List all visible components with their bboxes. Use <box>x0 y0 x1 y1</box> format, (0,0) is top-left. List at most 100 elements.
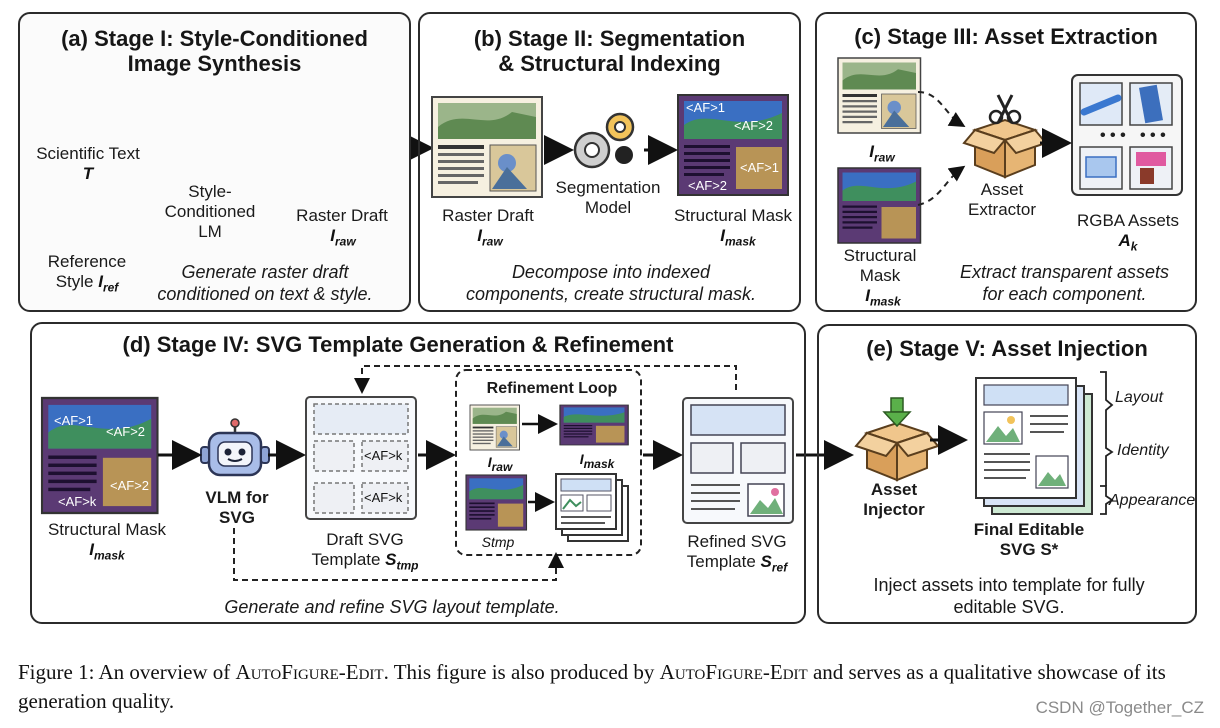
scientific-text-label: Scientific Text <box>36 144 140 163</box>
draft-svg-line2: Template <box>311 550 386 569</box>
asset-injector-label: Asset Injector <box>839 480 949 520</box>
vlm-line1: VLM for <box>205 488 269 507</box>
reference-style-label: Reference Style Iref <box>32 252 142 297</box>
panel-c-desc-line1: Extract transparent assets <box>959 262 1170 282</box>
iraw-sym-c: I <box>869 142 875 161</box>
mask-sym-d: I <box>89 540 95 559</box>
appearance-brace <box>1100 485 1114 515</box>
loop-imask-sub: mask <box>583 456 615 471</box>
structural-mask-symbol-c: Imask <box>853 286 913 308</box>
panel-stage-3: (c) Stage III: Asset Extraction Iraw Str… <box>815 12 1197 312</box>
structural-mask-symbol-b: Imask <box>708 226 768 248</box>
mask-tag-af2-d: <AF>2 <box>106 424 146 439</box>
loop-imask-symbol: Imask <box>572 451 622 471</box>
seg-line1: Segmentation <box>555 178 661 197</box>
caption-name: AutoFigure-Edit <box>235 660 384 684</box>
mask-c-line2: Mask <box>859 266 901 285</box>
panel-a-desc-line2: conditioned on text & style. <box>157 284 373 304</box>
figure-caption: Figure 1: An overview of AutoFigure-Edit… <box>18 658 1208 716</box>
segmentation-gears-icon <box>573 112 635 169</box>
dashed-arrow <box>917 91 966 128</box>
lm-line3: LM <box>198 222 222 241</box>
rgba-assets-grid: • • • • • • <box>1071 74 1183 196</box>
refined-svg-sub: ref <box>771 560 788 575</box>
panel-stage-5: (e) Stage V: Asset Injection Asset Injec… <box>817 324 1197 624</box>
mask-sub-b: mask <box>725 234 756 249</box>
layout-label: Layout <box>1115 389 1164 406</box>
panel-e-desc-line1: Inject assets into template for fully <box>873 575 1145 595</box>
mask-sub-d: mask <box>94 548 125 563</box>
mask-sym-b: I <box>720 226 726 245</box>
draft-svg-sym: S <box>385 550 397 569</box>
svg-text:• • •: • • • <box>1100 127 1126 144</box>
panel-e-description: Inject assets into template for fully ed… <box>829 574 1189 618</box>
mask-tag-af2-d2: <AF>2 <box>110 478 150 493</box>
asset-injector-box-icon <box>855 397 939 481</box>
raster-draft-label-b: Raster Draft <box>442 206 534 225</box>
panel-e-desc-line2: editable SVG. <box>953 597 1065 617</box>
lm-line1: Style- <box>188 182 232 201</box>
watermark: CSDN @Together_CZ <box>1035 698 1204 717</box>
iraw-symbol-c: Iraw <box>857 142 907 164</box>
scientific-text-symbol: T <box>82 164 94 183</box>
panel-a-title: (a) Stage I: Style-Conditioned Image Syn… <box>20 26 409 76</box>
final-editable-svg-label: Final Editable SVG S* <box>959 520 1099 560</box>
panel-stage-4: (d) Stage IV: SVG Template Generation & … <box>30 322 806 624</box>
panel-b-description: Decompose into indexed components, creat… <box>426 261 796 305</box>
reference-style-line1: Reference <box>47 252 127 271</box>
caption-prefix: Figure 1: An overview of <box>18 660 236 684</box>
draft-tag-afk-1: <AF>k <box>364 448 403 463</box>
loop-iraw-sym: I <box>487 454 492 470</box>
draft-sub-b: raw <box>482 234 503 249</box>
mask-sym-c: I <box>865 286 871 305</box>
extractor-line2: Extractor <box>967 200 1037 219</box>
draft-sym-a: I <box>330 226 336 245</box>
identity-brace <box>1105 430 1114 486</box>
panel-b-title-line1: (b) Stage II: Segmentation <box>473 26 746 51</box>
rgba-assets-label: RGBA Assets <box>1076 211 1180 230</box>
loop-iraw-symbol: Iraw <box>480 454 520 474</box>
mask-tag-af1-b: <AF>1 <box>686 100 726 115</box>
panel-stage-2: (b) Stage II: Segmentation & Structural … <box>418 12 801 312</box>
vlm-line2: SVG <box>219 508 255 527</box>
refinement-loop-label: Refinement Loop <box>486 380 618 397</box>
raster-draft-symbol-b: Iraw <box>465 226 515 248</box>
panel-a-desc-line1: Generate raster draft <box>181 262 349 282</box>
draft-svg-sub: tmp <box>396 558 419 573</box>
panel-b-desc-line2: components, create structural mask. <box>465 284 757 304</box>
lm-line2: Conditioned <box>164 202 256 221</box>
draft-sub-a: raw <box>335 234 356 249</box>
appearance-label: Appearance <box>1109 492 1196 509</box>
caption-name2: AutoFigure-Edit <box>659 660 808 684</box>
panel-stage-1: (a) Stage I: Style-Conditioned Image Syn… <box>18 12 411 312</box>
structural-mask-label-d: Structural Mask <box>47 520 167 539</box>
style-conditioned-lm-label: Style- Conditioned LM <box>155 182 265 242</box>
ref-sub: ref <box>102 280 119 295</box>
ref-sym: I <box>98 272 103 291</box>
svg-text:• • •: • • • <box>1140 127 1166 144</box>
asset-extractor-box-icon <box>963 94 1047 178</box>
draft-svg-template-label: Draft SVG Template Stmp <box>300 530 430 575</box>
mask-sub-c: mask <box>870 294 901 309</box>
identity-label: Identity <box>1117 442 1169 459</box>
draft-tag-afk-2: <AF>k <box>364 490 403 505</box>
loop-iraw-sub: raw <box>491 459 513 474</box>
mask-c-line1: Structural <box>843 246 917 265</box>
refined-svg-sym: S <box>760 552 772 571</box>
panel-d-title: (d) Stage IV: SVG Template Generation & … <box>122 332 674 357</box>
injector-line2: Injector <box>863 500 925 519</box>
panel-b-title-line2: & Structural Indexing <box>498 51 721 76</box>
panel-c-description: Extract transparent assets for each comp… <box>937 261 1192 305</box>
refined-svg-template-icon <box>682 397 794 524</box>
draft-svg-template-icon <box>305 396 417 520</box>
raster-draft-label-a: Raster Draft <box>296 206 388 225</box>
vlm-for-svg-label: VLM for SVG <box>187 488 287 528</box>
final-svg-stack-icon <box>975 377 1093 515</box>
extractor-line1: Asset <box>980 180 1024 199</box>
rgba-assets-symbol: Ak <box>1113 231 1143 253</box>
mask-tag-afk-d: <AF>k <box>58 494 97 509</box>
draft-svg-line1: Draft SVG <box>326 530 404 549</box>
caption-suffix: and serves as a qualitative showcase of … <box>18 660 1166 713</box>
seg-line2: Model <box>584 198 632 217</box>
loop-imask-sym: I <box>579 451 584 467</box>
